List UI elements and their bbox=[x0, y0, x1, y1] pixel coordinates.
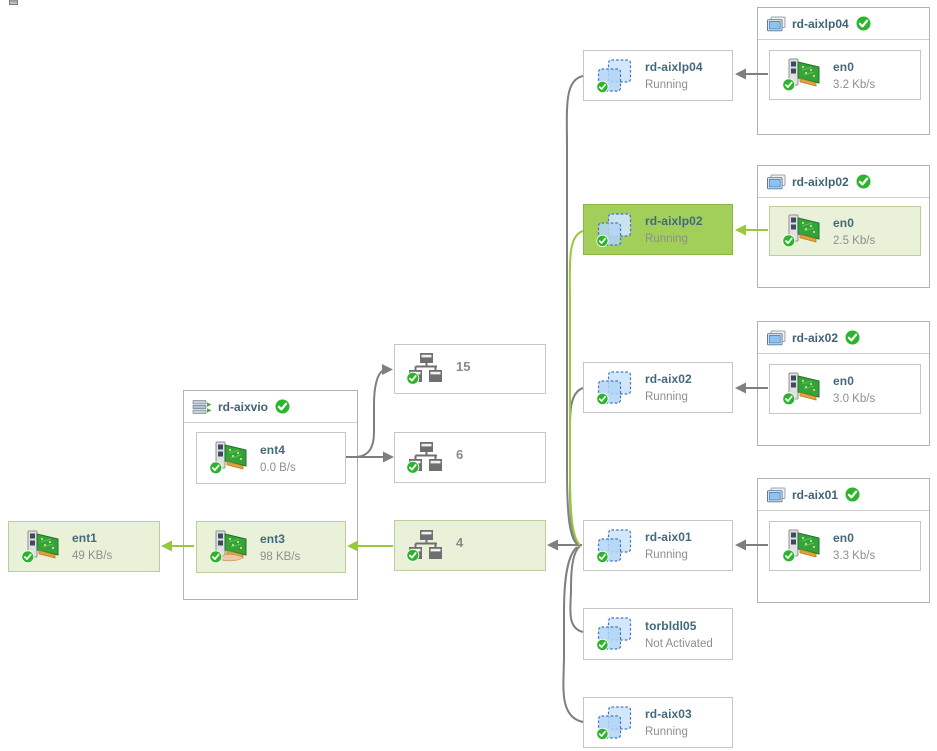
edge-torbldl05-to-vlan4 bbox=[569, 545, 584, 633]
lpar-node-rd-aix03[interactable]: rd-aix03 Running bbox=[583, 697, 733, 748]
host-title: rd-aixlp02 bbox=[792, 174, 849, 189]
adapter-node-en0[interactable]: en0 3.2 Kb/s bbox=[769, 50, 921, 100]
lpar-node-torbldl05[interactable]: torbldl05 Not Activated bbox=[583, 608, 733, 660]
host-monitor-icon bbox=[767, 174, 786, 189]
lpar-status: Running bbox=[645, 391, 688, 403]
vlan-network-icon bbox=[406, 441, 444, 475]
shared-ethernet-adapter-icon bbox=[208, 530, 248, 564]
edge-aix03-to-vlan4 bbox=[562, 546, 584, 723]
lpar-name: rd-aix01 bbox=[645, 530, 692, 544]
vlan-network-icon bbox=[406, 352, 444, 386]
vio-server-icon bbox=[192, 399, 212, 414]
status-ok-check-icon bbox=[854, 173, 872, 190]
adapter-name: en0 bbox=[833, 530, 854, 545]
host-header[interactable]: rd-aixlp02 bbox=[758, 166, 929, 198]
vlan-id: 15 bbox=[456, 358, 471, 374]
lpar-node-rd-aix01[interactable]: rd-aix01 Running bbox=[583, 520, 733, 571]
vlan-network-icon bbox=[406, 529, 444, 563]
edge-lp04-to-vlan4 bbox=[565, 75, 584, 545]
nic-adapter-icon bbox=[781, 372, 821, 406]
adapter-name: ent3 bbox=[260, 531, 286, 546]
host-title: rd-aix01 bbox=[792, 487, 839, 502]
vlan-node-4[interactable]: 4 bbox=[394, 520, 546, 571]
lpar-partition-icon bbox=[595, 58, 633, 94]
vlan-id: 6 bbox=[456, 447, 464, 462]
lpar-name: rd-aix02 bbox=[645, 372, 692, 386]
vlan-id: 4 bbox=[456, 535, 464, 550]
adapter-throughput: 3.2 Kb/s bbox=[833, 78, 876, 91]
status-ok-check-icon bbox=[844, 486, 862, 503]
adapter-throughput: 98 KB/s bbox=[260, 550, 301, 563]
host-container-rd-aix02: rd-aix02 en0 3.0 Kb/s bbox=[757, 321, 930, 446]
lpar-status: Running bbox=[645, 549, 688, 561]
lpar-name: rd-aixlp02 bbox=[645, 214, 703, 228]
vio-server-header[interactable]: rd-aixvio bbox=[184, 391, 357, 423]
adapter-throughput: 2.5 Kb/s bbox=[833, 234, 876, 247]
nic-adapter-icon bbox=[781, 214, 821, 248]
adapter-name: en0 bbox=[833, 59, 854, 74]
host-container-rd-aix01: rd-aix01 en0 3.3 Kb/s bbox=[757, 478, 930, 603]
nic-adapter-icon bbox=[20, 530, 60, 564]
status-ok-check-icon bbox=[274, 398, 292, 415]
lpar-name: torbldl05 bbox=[645, 618, 697, 633]
vlan-node-15[interactable]: 15 bbox=[394, 344, 546, 394]
vio-server-title: rd-aixvio bbox=[218, 399, 269, 414]
edge-ent4-to-vlan15 bbox=[355, 369, 386, 458]
host-monitor-icon bbox=[767, 16, 786, 31]
nic-adapter-icon bbox=[781, 529, 821, 563]
status-ok-check-icon bbox=[854, 15, 872, 32]
adapter-name: en0 bbox=[833, 373, 854, 388]
lpar-partition-icon bbox=[595, 370, 633, 406]
host-header[interactable]: rd-aix01 bbox=[758, 479, 929, 511]
host-monitor-icon bbox=[767, 487, 786, 502]
adapter-name: ent1 bbox=[72, 531, 98, 545]
edge-aix02-to-vlan4 bbox=[568, 387, 584, 546]
host-container-rd-aixlp02: rd-aixlp02 en0 2.5 Kb/s bbox=[757, 165, 930, 288]
lpar-status: Running bbox=[645, 726, 688, 738]
nic-adapter-icon bbox=[781, 58, 821, 92]
adapter-node-ent3[interactable]: ent3 98 KB/s bbox=[196, 521, 346, 573]
edge-lp02-to-vlan4 bbox=[568, 230, 584, 546]
adapter-name: ent4 bbox=[260, 442, 286, 457]
host-monitor-icon bbox=[767, 330, 786, 345]
lpar-partition-icon bbox=[595, 705, 633, 741]
adapter-node-ent1[interactable]: ent1 49 KB/s bbox=[8, 521, 160, 572]
adapter-throughput: 3.0 Kb/s bbox=[833, 392, 876, 405]
adapter-node-ent4[interactable]: ent4 0.0 B/s bbox=[196, 432, 346, 484]
lpar-partition-icon bbox=[595, 212, 633, 248]
host-title: rd-aixlp04 bbox=[792, 16, 849, 31]
vlan-node-6[interactable]: 6 bbox=[394, 432, 546, 483]
vio-server-container: rd-aixvio ent4 0.0 B/s ent3 98 KB/s bbox=[183, 390, 358, 600]
lpar-status: Running bbox=[645, 233, 688, 245]
lpar-status: Running bbox=[645, 79, 688, 91]
host-title: rd-aix02 bbox=[792, 330, 839, 345]
lpar-node-rd-aixlp02[interactable]: rd-aixlp02 Running bbox=[583, 204, 733, 255]
lpar-partition-icon bbox=[595, 616, 633, 652]
adapter-node-en0[interactable]: en0 3.0 Kb/s bbox=[769, 364, 921, 414]
host-header[interactable]: rd-aix02 bbox=[758, 322, 929, 354]
lpar-name: rd-aix03 bbox=[645, 707, 692, 721]
lpar-status: Not Activated bbox=[645, 637, 713, 650]
nic-adapter-icon bbox=[208, 441, 248, 475]
adapter-name: en0 bbox=[833, 215, 854, 230]
adapter-throughput: 0.0 B/s bbox=[260, 461, 296, 474]
host-header[interactable]: rd-aixlp04 bbox=[758, 8, 929, 40]
clipped-icon-artifact bbox=[9, 0, 18, 5]
status-ok-check-icon bbox=[844, 329, 862, 346]
adapter-node-en0[interactable]: en0 2.5 Kb/s bbox=[769, 206, 921, 256]
lpar-name: rd-aixlp04 bbox=[645, 60, 703, 74]
lpar-node-rd-aixlp04[interactable]: rd-aixlp04 Running bbox=[583, 50, 733, 101]
adapter-node-en0[interactable]: en0 3.3 Kb/s bbox=[769, 521, 921, 571]
adapter-throughput: 49 KB/s bbox=[72, 550, 113, 562]
lpar-partition-icon bbox=[595, 528, 633, 564]
adapter-throughput: 3.3 Kb/s bbox=[833, 549, 876, 562]
host-container-rd-aixlp04: rd-aixlp04 en0 3.2 Kb/s bbox=[757, 7, 930, 135]
lpar-node-rd-aix02[interactable]: rd-aix02 Running bbox=[583, 362, 733, 413]
